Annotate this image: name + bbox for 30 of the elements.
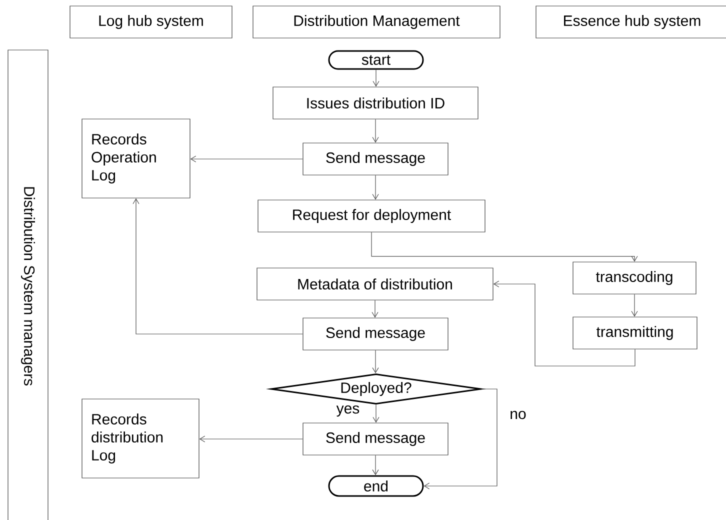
arrow [372,404,380,423]
arrow [371,232,638,262]
process-box: Records distribution Log [82,398,200,478]
swimlane-box: Distribution System managers [8,50,48,520]
arrow [372,119,379,143]
process-box: Send message [302,142,448,176]
arrow [631,294,638,317]
arrow [372,175,379,200]
process-box: Send message [302,422,448,456]
arrow [199,436,303,442]
arrow [424,388,498,490]
edge-label: yes [335,404,361,418]
swimlane-header: Distribution Management [252,6,500,38]
process-box: Send message [302,318,448,350]
swimlane-header: Essence hub system [536,6,726,38]
process-box: transmitting [572,316,698,350]
swimlane-header: Log hub system [70,6,232,38]
arrow [372,69,380,87]
arrow [190,156,303,162]
arrow [372,455,379,476]
process-box: transcoding [572,262,696,294]
process-box: Request for deployment [258,200,486,232]
edge-label: no [508,410,528,420]
arrow [132,198,303,334]
process-box: Metadata of distribution [256,268,494,300]
arrow [493,280,636,366]
process-box: Records Operation Log [82,118,190,198]
arrow [372,350,379,374]
process-box: Issues distribution ID [272,86,478,120]
arrow [372,300,378,318]
